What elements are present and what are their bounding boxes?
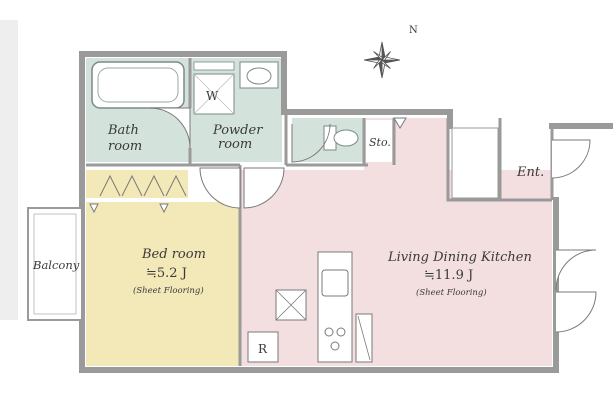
closet-doors xyxy=(99,174,187,197)
bathtub xyxy=(91,61,185,109)
storage-label: Sto. xyxy=(369,136,391,149)
entrance-step xyxy=(451,127,499,199)
bath-door xyxy=(149,107,191,149)
wall-left-bottom xyxy=(79,51,559,373)
powder-door xyxy=(291,123,331,163)
toilet xyxy=(323,125,359,151)
storage-door-mark xyxy=(393,117,407,129)
stove xyxy=(324,327,346,351)
refrigerator-box xyxy=(247,331,279,363)
window-door-2 xyxy=(555,291,597,333)
bedroom-flooring: (Sheet Flooring) xyxy=(133,285,204,296)
closet-markers xyxy=(89,203,169,214)
closet-fill xyxy=(86,170,188,198)
window-door-1 xyxy=(555,249,597,291)
bedroom-label: Bed room xyxy=(141,247,206,262)
sink xyxy=(321,269,349,297)
bedroom-fill xyxy=(86,202,240,366)
range-hood xyxy=(275,289,307,321)
doors xyxy=(149,107,597,333)
background-strip xyxy=(0,20,18,320)
refrigerator-label: R xyxy=(258,342,268,356)
ldk-area: ≒11.9 J xyxy=(424,268,473,283)
ldk-flooring: (Sheet Flooring) xyxy=(416,287,487,298)
ldk-fill xyxy=(240,170,552,366)
entrance-label: Ent. xyxy=(516,165,544,180)
bedroom-door xyxy=(199,167,241,209)
powder-label-line2: room xyxy=(218,137,252,152)
compass xyxy=(363,41,401,79)
washer-box xyxy=(193,73,235,115)
shelf xyxy=(193,61,235,71)
kitchen-shelf-line xyxy=(357,315,371,361)
powder-label-line1: Powder xyxy=(212,123,263,138)
bedroom-area: ≒5.2 J xyxy=(146,266,187,281)
compass-label: N xyxy=(409,25,418,36)
wall-top xyxy=(79,51,453,115)
bath-label-line2: room xyxy=(108,139,142,154)
balcony xyxy=(27,207,83,321)
bath-label-line1: Bath xyxy=(107,123,139,138)
entrance-door xyxy=(551,139,591,179)
washer-label: W xyxy=(206,89,219,103)
kitchen-counter xyxy=(317,251,353,363)
ldk-door xyxy=(243,167,285,209)
balcony-label: Balcony xyxy=(32,258,80,272)
washbasin xyxy=(239,61,279,89)
storage-fill xyxy=(366,120,392,162)
ldk-label: Living Dining Kitchen xyxy=(387,250,532,265)
